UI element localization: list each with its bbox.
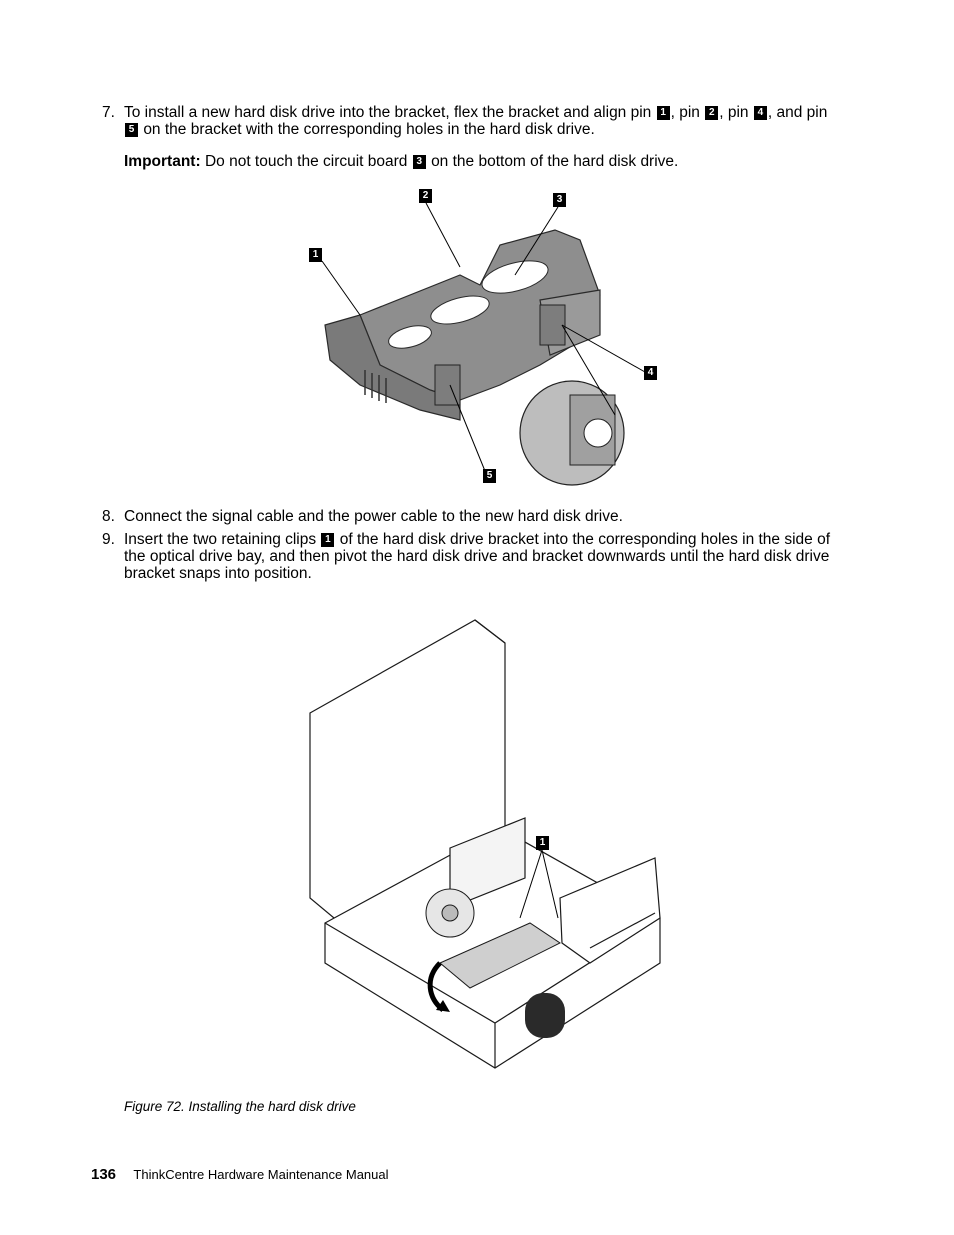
callout-4: 4	[753, 105, 767, 120]
bracket-illustration: 1 2 3 4 5	[300, 185, 670, 490]
note-text: on the bottom of the hard disk drive.	[431, 153, 679, 170]
page-footer: 136 ThinkCentre Hardware Maintenance Man…	[91, 1166, 389, 1183]
callout-2: 2	[705, 105, 719, 120]
figure-callout-5: 5	[483, 469, 496, 483]
callout-3: 3	[412, 154, 426, 169]
step-text-part: of the hard disk drive bracket into the …	[124, 531, 831, 582]
important-label: Important:	[124, 153, 201, 170]
manual-title: ThinkCentre Hardware Maintenance Manual	[133, 1167, 389, 1182]
step-text-part: on the bracket with the corresponding ho…	[143, 121, 595, 138]
callout-5: 5	[125, 122, 138, 137]
figure-callout-3: 3	[553, 193, 566, 207]
step-number: 9.	[102, 531, 115, 548]
step-number: 8.	[102, 508, 115, 525]
chassis-illustration: 1	[300, 618, 670, 1078]
note-text: Do not touch the circuit board	[204, 153, 408, 170]
figure-caption: Figure 72. Installing the hard disk driv…	[124, 1099, 356, 1114]
figure-callout-1: 1	[309, 248, 322, 262]
step-number: 7.	[102, 104, 115, 121]
page-number: 136	[91, 1166, 117, 1183]
figure-callout-4: 4	[644, 366, 657, 380]
step-text: Insert the two retaining clips 1 of the …	[124, 531, 842, 582]
step-text-part: To install a new hard disk drive into th…	[124, 104, 652, 121]
step-text-part: Insert the two retaining clips	[124, 531, 317, 548]
callout-1: 1	[321, 532, 335, 547]
step-text: To install a new hard disk drive into th…	[124, 104, 842, 138]
important-note: Important: Do not touch the circuit boar…	[124, 153, 678, 171]
callout-1: 1	[656, 105, 670, 120]
step-text: Connect the signal cable and the power c…	[124, 508, 623, 525]
step-text-part: , pin	[670, 104, 700, 121]
step-text-part: , and pin	[767, 104, 828, 121]
chassis-drawing	[309, 619, 661, 1069]
figure-callout-2: 2	[419, 189, 432, 203]
bracket-drawing	[321, 202, 646, 486]
figure-callout-1: 1	[536, 836, 549, 850]
step-text-part: , pin	[719, 104, 749, 121]
